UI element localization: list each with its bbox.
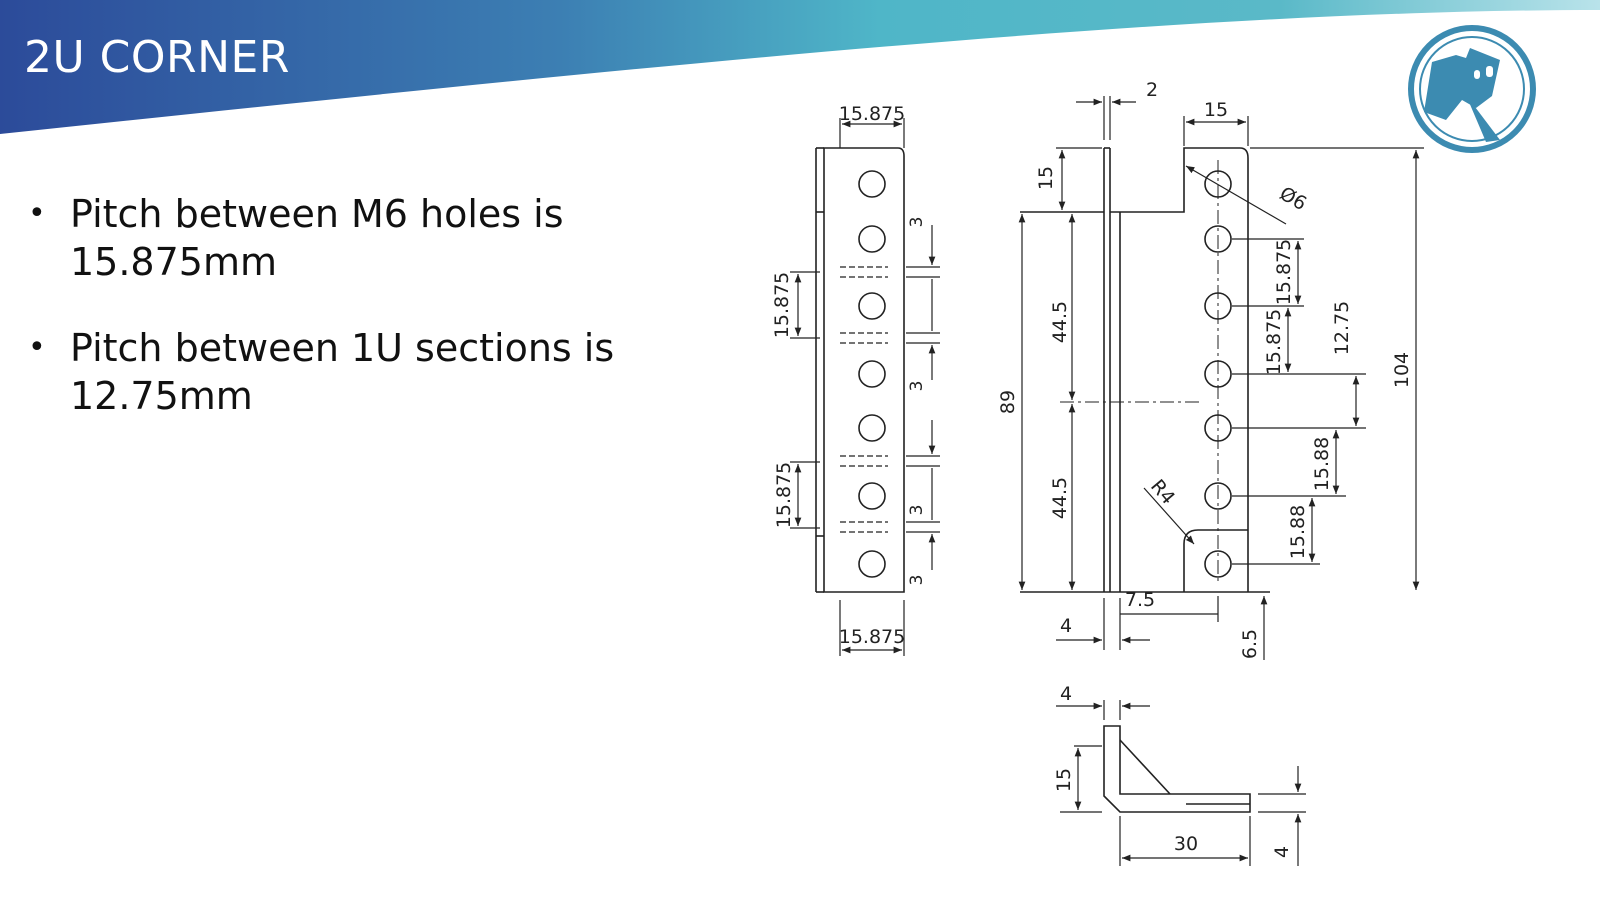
mascot-logo-icon [1408, 25, 1536, 153]
bottom-view [1056, 700, 1306, 866]
title-banner [0, 0, 1600, 134]
side-dim-edge: 6.5 [1239, 629, 1261, 659]
front-dim-top: 15.875 [839, 103, 905, 125]
side-view [1018, 96, 1424, 660]
side-dim-base: 4 [1060, 615, 1072, 637]
side-dim-width: 15 [1204, 99, 1228, 121]
bullet-item: • Pitch between M6 holes is 15.875mm [24, 190, 664, 286]
side-dim-pitch-b: 15.875 [1263, 309, 1285, 375]
side-dim-pitch-2-a: 15.88 [1311, 437, 1333, 491]
side-dim-flange: 15 [1035, 166, 1057, 190]
side-dim-half-upper: 44.5 [1049, 301, 1071, 343]
slide-title: 2U CORNER [24, 32, 290, 83]
bullet-dot-icon: • [28, 196, 46, 231]
front-dim-3-c: 3 [907, 505, 927, 516]
side-dim-offset: 7.5 [1125, 589, 1155, 611]
bullet-text-line: 15.875mm [70, 240, 277, 284]
side-dim-pitch-2-b: 15.88 [1287, 505, 1309, 559]
front-view [790, 118, 940, 656]
front-dim-3-a: 3 [907, 217, 927, 228]
bottom-dim-flange: 15 [1053, 768, 1075, 792]
bottom-dim-base: 4 [1271, 846, 1293, 858]
side-dim-height: 89 [997, 390, 1019, 414]
front-dim-left-lower: 15.875 [773, 462, 795, 528]
front-dim-3-b: 3 [907, 381, 927, 392]
front-dim-bottom: 15.875 [839, 626, 905, 648]
side-dim-half-lower: 44.5 [1049, 477, 1071, 519]
bullet-text-line: 12.75mm [70, 374, 253, 418]
side-dim-radius: R4 [1146, 475, 1179, 509]
front-dim-left-upper: 15.875 [771, 272, 793, 338]
bullet-item: • Pitch between 1U sections is 12.75mm [24, 324, 664, 420]
bullet-list: • Pitch between M6 holes is 15.875mm • P… [24, 190, 664, 458]
bullet-text-line: Pitch between M6 holes is [70, 192, 564, 236]
side-dim-thickness: 2 [1146, 79, 1158, 101]
bottom-dim-length: 30 [1174, 833, 1198, 855]
side-dim-pitch-a: 15.875 [1273, 239, 1295, 305]
front-dim-3-d: 3 [907, 575, 927, 586]
bullet-dot-icon: • [28, 330, 46, 365]
side-dim-hole: Ø6 [1276, 183, 1310, 216]
bottom-dim-thickness: 4 [1060, 683, 1072, 705]
side-dim-total: 104 [1391, 352, 1413, 388]
side-dim-section: 12.75 [1331, 301, 1353, 355]
bullet-text-line: Pitch between 1U sections is [70, 326, 615, 370]
